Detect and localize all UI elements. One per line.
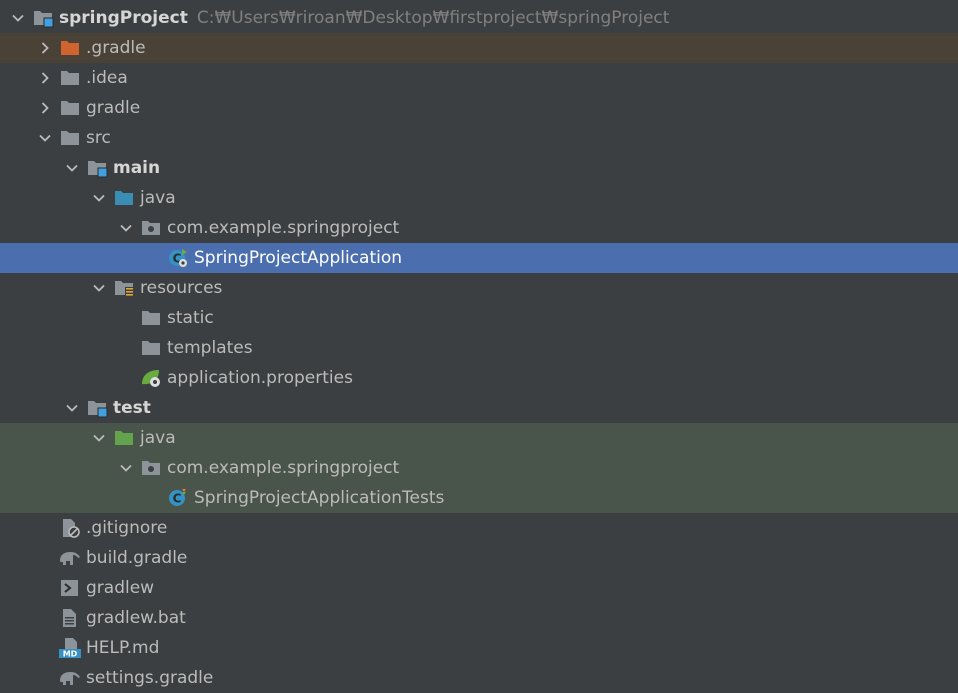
tree-row[interactable]: com.example.springproject xyxy=(0,213,958,243)
text-file-icon xyxy=(59,608,81,628)
tree-item-label: application.properties xyxy=(167,368,353,388)
tree-row[interactable]: C SpringProjectApplicationTests xyxy=(0,483,958,513)
tree-item-label: main xyxy=(113,158,161,178)
tree-item-label: test xyxy=(113,398,151,418)
module-folder-icon xyxy=(32,8,54,28)
tree-item-label: build.gradle xyxy=(86,548,188,568)
folder-icon xyxy=(59,68,81,88)
svg-text:C: C xyxy=(173,252,182,266)
chevron-down-icon[interactable] xyxy=(118,220,134,236)
chevron-right-icon[interactable] xyxy=(37,40,53,56)
md-badge-label: MD xyxy=(63,650,78,659)
chevron-down-icon[interactable] xyxy=(91,430,107,446)
tree-row[interactable]: .gradle xyxy=(0,33,958,63)
tree-item-label: templates xyxy=(167,338,253,358)
folder-icon xyxy=(140,338,162,358)
tree-row[interactable]: settings.gradle xyxy=(0,663,958,693)
chevron-right-icon[interactable] xyxy=(37,100,53,116)
tree-row[interactable]: .idea xyxy=(0,63,958,93)
chevron-down-icon[interactable] xyxy=(10,10,26,26)
tree-item-label: gradlew xyxy=(86,578,155,598)
tree-row[interactable]: src xyxy=(0,123,958,153)
package-icon xyxy=(140,218,162,238)
chevron-down-icon[interactable] xyxy=(91,280,107,296)
tree-row[interactable]: resources xyxy=(0,273,958,303)
folder-icon xyxy=(140,308,162,328)
tree-item-label: gradle xyxy=(86,98,141,118)
svg-text:C: C xyxy=(173,492,182,506)
chevron-down-icon[interactable] xyxy=(64,400,80,416)
tree-item-label: java xyxy=(140,188,176,208)
tree-item-label: HELP.md xyxy=(86,638,160,658)
tree-row[interactable]: test xyxy=(0,393,958,423)
test-root-folder-icon xyxy=(113,428,135,448)
tree-row[interactable]: static xyxy=(0,303,958,333)
folder-icon xyxy=(59,98,81,118)
chevron-down-icon[interactable] xyxy=(64,160,80,176)
tree-row[interactable]: java xyxy=(0,183,958,213)
project-path: C:₩Users₩riroan₩Desktop₩firstproject₩spr… xyxy=(196,8,670,28)
chevron-down-icon[interactable] xyxy=(118,460,134,476)
tree-row[interactable]: templates xyxy=(0,333,958,363)
test-class-icon: C xyxy=(167,488,189,508)
tree-item-label: SpringProjectApplication xyxy=(194,248,403,268)
module-folder-icon xyxy=(86,158,108,178)
gradle-elephant-icon xyxy=(59,668,81,688)
tree-item-label: src xyxy=(86,128,111,148)
tree-row[interactable]: build.gradle xyxy=(0,543,958,573)
tree-item-label: .gradle xyxy=(86,38,146,58)
tree-item-label: static xyxy=(167,308,214,328)
chevron-down-icon[interactable] xyxy=(37,130,53,146)
markdown-file-icon: MD xyxy=(59,638,81,658)
folder-excluded-icon xyxy=(59,38,81,58)
tree-item-label: java xyxy=(140,428,176,448)
tree-item-label: settings.gradle xyxy=(86,668,214,688)
tree-row[interactable]: com.example.springproject xyxy=(0,453,958,483)
tree-item-label: gradlew.bat xyxy=(86,608,186,628)
tree-item-label: com.example.springproject xyxy=(167,458,400,478)
resources-folder-icon xyxy=(113,278,135,298)
tree-item-label: springProject xyxy=(59,8,188,28)
tree-row[interactable]: gradlew.bat xyxy=(0,603,958,633)
tree-row[interactable]: main xyxy=(0,153,958,183)
chevron-right-icon[interactable] xyxy=(37,70,53,86)
shell-script-icon xyxy=(59,578,81,598)
tree-item-label: resources xyxy=(140,278,223,298)
tree-row[interactable]: gradle xyxy=(0,93,958,123)
chevron-down-icon[interactable] xyxy=(91,190,107,206)
package-icon xyxy=(140,458,162,478)
folder-icon xyxy=(59,128,81,148)
source-root-folder-icon xyxy=(113,188,135,208)
tree-row[interactable]: C SpringProjectApplication xyxy=(0,243,958,273)
tree-item-label: .idea xyxy=(86,68,128,88)
tree-row[interactable]: .gitignore xyxy=(0,513,958,543)
tree-row[interactable]: springProject C:₩Users₩riroan₩Desktop₩fir… xyxy=(0,3,958,33)
tree-row[interactable]: java xyxy=(0,423,958,453)
tree-row[interactable]: gradlew xyxy=(0,573,958,603)
tree-item-label: SpringProjectApplicationTests xyxy=(194,488,445,508)
module-folder-icon xyxy=(86,398,108,418)
ignore-file-icon xyxy=(59,518,81,538)
tree-row[interactable]: application.properties xyxy=(0,363,958,393)
tree-row[interactable]: MD HELP.md xyxy=(0,633,958,663)
spring-properties-icon xyxy=(140,368,162,388)
tree-item-label: .gitignore xyxy=(86,518,168,538)
spring-boot-class-icon: C xyxy=(167,248,189,268)
gradle-elephant-icon xyxy=(59,548,81,568)
tree-item-label: com.example.springproject xyxy=(167,218,400,238)
